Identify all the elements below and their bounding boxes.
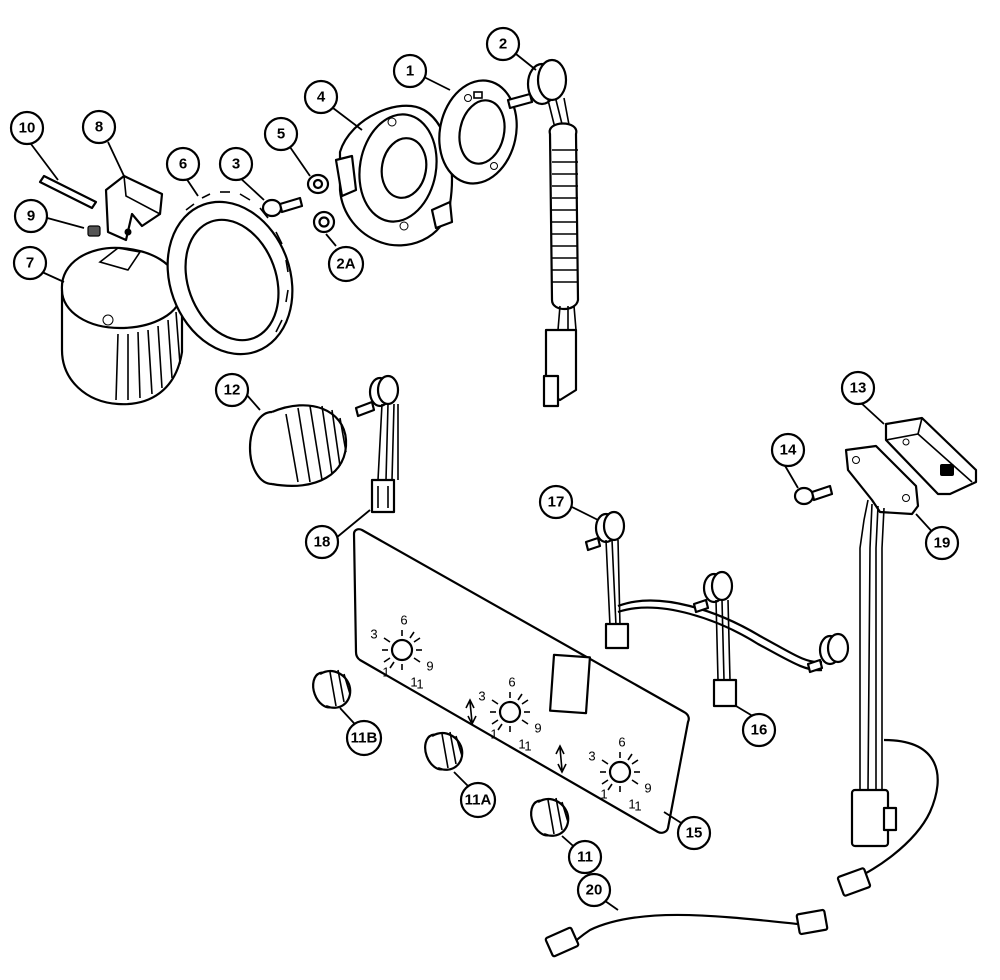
callout-label: 17 bbox=[548, 494, 565, 511]
callout-label: 3 bbox=[232, 156, 240, 173]
callout-label: 18 bbox=[314, 534, 331, 551]
callout-3: 3 bbox=[218, 146, 254, 182]
callout-11b: 11B bbox=[345, 719, 383, 757]
part-potentiometer-main bbox=[506, 58, 580, 408]
callout-10: 10 bbox=[9, 110, 45, 146]
part-knob-large bbox=[248, 404, 348, 487]
panel-window bbox=[548, 653, 592, 715]
callout-label: 11A bbox=[465, 792, 492, 809]
callout-label: 20 bbox=[586, 882, 603, 899]
dial-label-6: 6 bbox=[508, 675, 515, 690]
part-knob-small-11b bbox=[312, 669, 352, 709]
part-potentiometer-small bbox=[354, 374, 400, 514]
callout-18: 18 bbox=[304, 524, 340, 560]
callout-11a: 11A bbox=[459, 781, 497, 819]
part-screw bbox=[261, 196, 304, 218]
part-knob-cap bbox=[60, 246, 184, 406]
callout-label: 2A bbox=[336, 256, 355, 273]
part-connector-harness bbox=[544, 738, 939, 958]
callout-8: 8 bbox=[81, 109, 117, 145]
callout-label: 11B bbox=[351, 730, 378, 747]
control-panel bbox=[352, 528, 690, 834]
dial-right: 6 3 9 1 1 1 bbox=[588, 735, 651, 814]
callout-label: 2 bbox=[499, 36, 507, 53]
arrow-up-down-icon bbox=[555, 744, 567, 774]
dial-center: 6 3 9 1 1 1 bbox=[478, 675, 541, 754]
callout-label: 8 bbox=[95, 119, 103, 136]
callout-19: 19 bbox=[924, 525, 960, 561]
dial-label-11: 1 bbox=[518, 737, 525, 752]
callout-label: 19 bbox=[934, 535, 951, 552]
callout-label: 12 bbox=[224, 382, 241, 399]
leader-lines bbox=[30, 53, 937, 911]
callout-2: 2 bbox=[485, 26, 521, 62]
dial-label-9: 9 bbox=[426, 659, 433, 674]
part-pin bbox=[38, 174, 98, 210]
part-potentiometer-harness bbox=[584, 510, 850, 708]
callout-1: 1 bbox=[392, 53, 428, 89]
callout-label: 4 bbox=[317, 89, 326, 106]
callout-13: 13 bbox=[840, 370, 876, 406]
dial-label-3: 3 bbox=[370, 627, 377, 642]
callout-16: 16 bbox=[741, 712, 777, 748]
part-ring bbox=[166, 191, 294, 356]
callout-label: 6 bbox=[179, 156, 187, 173]
arrow-up-down-icon bbox=[465, 698, 477, 726]
callout-5: 5 bbox=[263, 116, 299, 152]
callout-label: 15 bbox=[686, 825, 703, 842]
callout-label: 13 bbox=[850, 380, 867, 397]
part-knob-small-11 bbox=[530, 797, 570, 837]
callout-4: 4 bbox=[303, 79, 339, 115]
callout-17: 17 bbox=[538, 484, 574, 520]
callout-14: 14 bbox=[770, 432, 806, 468]
dial-label-11b: 1 bbox=[524, 739, 531, 754]
part-knob-small-11a bbox=[424, 731, 464, 771]
callout-label: 5 bbox=[277, 126, 285, 143]
part-washer bbox=[306, 173, 330, 195]
dial-label-1: 1 bbox=[600, 787, 607, 802]
part-mounting-hub bbox=[334, 104, 454, 247]
dial-label-6: 6 bbox=[400, 613, 407, 628]
callout-20: 20 bbox=[576, 872, 612, 908]
dial-label-11b: 1 bbox=[416, 677, 423, 692]
callout-6: 6 bbox=[165, 146, 201, 182]
dial-label-6: 6 bbox=[618, 735, 625, 750]
part-mount-bracket bbox=[884, 416, 978, 496]
callout-7: 7 bbox=[12, 245, 48, 281]
part-plate bbox=[438, 79, 518, 185]
callout-15: 15 bbox=[676, 815, 712, 851]
dial-label-3: 3 bbox=[478, 689, 485, 704]
callout-label: 9 bbox=[27, 208, 35, 225]
dial-label-1: 1 bbox=[382, 665, 389, 680]
dial-left: 6 3 9 1 1 1 bbox=[370, 613, 433, 692]
callout-2a: 2A bbox=[327, 245, 365, 283]
part-screw-small bbox=[793, 484, 834, 506]
dial-label-11: 1 bbox=[628, 797, 635, 812]
callout-9: 9 bbox=[13, 198, 49, 234]
dial-label-11b: 1 bbox=[634, 799, 641, 814]
callout-label: 16 bbox=[751, 722, 768, 739]
callout-label: 1 bbox=[406, 63, 414, 80]
callout-label: 7 bbox=[26, 255, 34, 272]
part-nut bbox=[312, 210, 336, 234]
part-harness-plate bbox=[844, 444, 920, 848]
callout-label: 14 bbox=[780, 442, 797, 459]
dial-label-9: 9 bbox=[644, 781, 651, 796]
dial-label-9: 9 bbox=[534, 721, 541, 736]
dial-label-11: 1 bbox=[410, 675, 417, 690]
callout-12: 12 bbox=[214, 372, 250, 408]
callout-11: 11 bbox=[567, 839, 603, 875]
callout-label: 11 bbox=[577, 849, 593, 866]
callout-label: 10 bbox=[19, 120, 36, 137]
part-bracket bbox=[104, 174, 164, 242]
dial-label-1: 1 bbox=[490, 727, 497, 742]
dial-label-3: 3 bbox=[588, 749, 595, 764]
part-set-screw bbox=[87, 225, 101, 237]
